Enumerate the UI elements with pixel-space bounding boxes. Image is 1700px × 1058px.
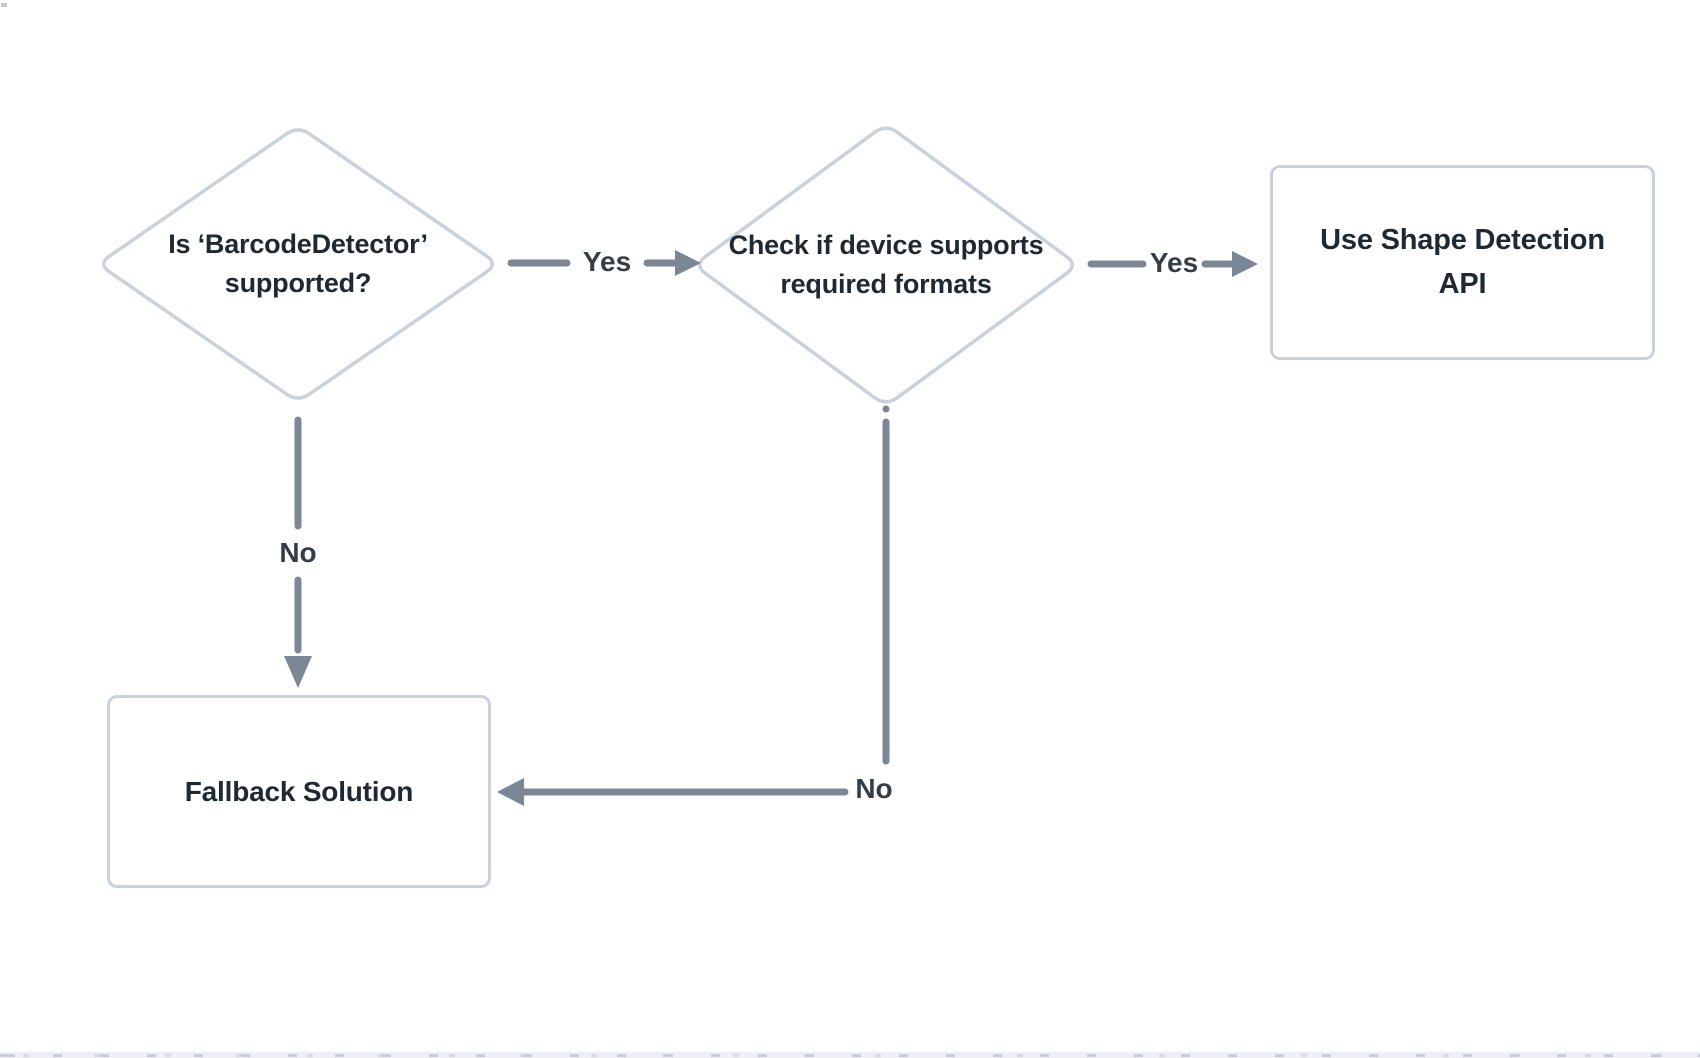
node-fallback-solution: Fallback Solution	[107, 695, 491, 888]
node-label: Check if device supports required format…	[728, 229, 1044, 299]
edge-label-no-1: No	[279, 537, 317, 568]
edge-label-yes-2: Yes	[1149, 247, 1199, 278]
edge-label-yes-1: Yes	[582, 246, 632, 277]
arrow-yes-2-head	[1232, 251, 1258, 277]
node-label: Use Shape Detection API	[1320, 224, 1605, 300]
node-decision-format-support: Check if device supports required format…	[726, 215, 1046, 315]
node-label: Is ‘BarcodeDetector’ supported?	[168, 228, 428, 298]
node-use-shape-detection-api: Use Shape Detection API	[1270, 165, 1655, 360]
arrow-no-1-head	[284, 656, 312, 688]
arrow-no-2-head	[497, 778, 524, 806]
diamond-format-support-outline	[697, 126, 1075, 404]
arrow-yes-1-head	[675, 250, 701, 276]
corner-artifact	[1, 3, 7, 7]
edge-label-no-2: No	[855, 773, 893, 804]
page-bottom-edge-strip	[0, 1052, 1700, 1058]
diamond-barcode-supported-outline	[102, 128, 494, 400]
arrow-no-2-origin-dot	[882, 405, 890, 413]
node-label: Fallback Solution	[184, 775, 414, 807]
node-decision-barcode-supported: Is ‘BarcodeDetector’ supported?	[148, 214, 448, 314]
